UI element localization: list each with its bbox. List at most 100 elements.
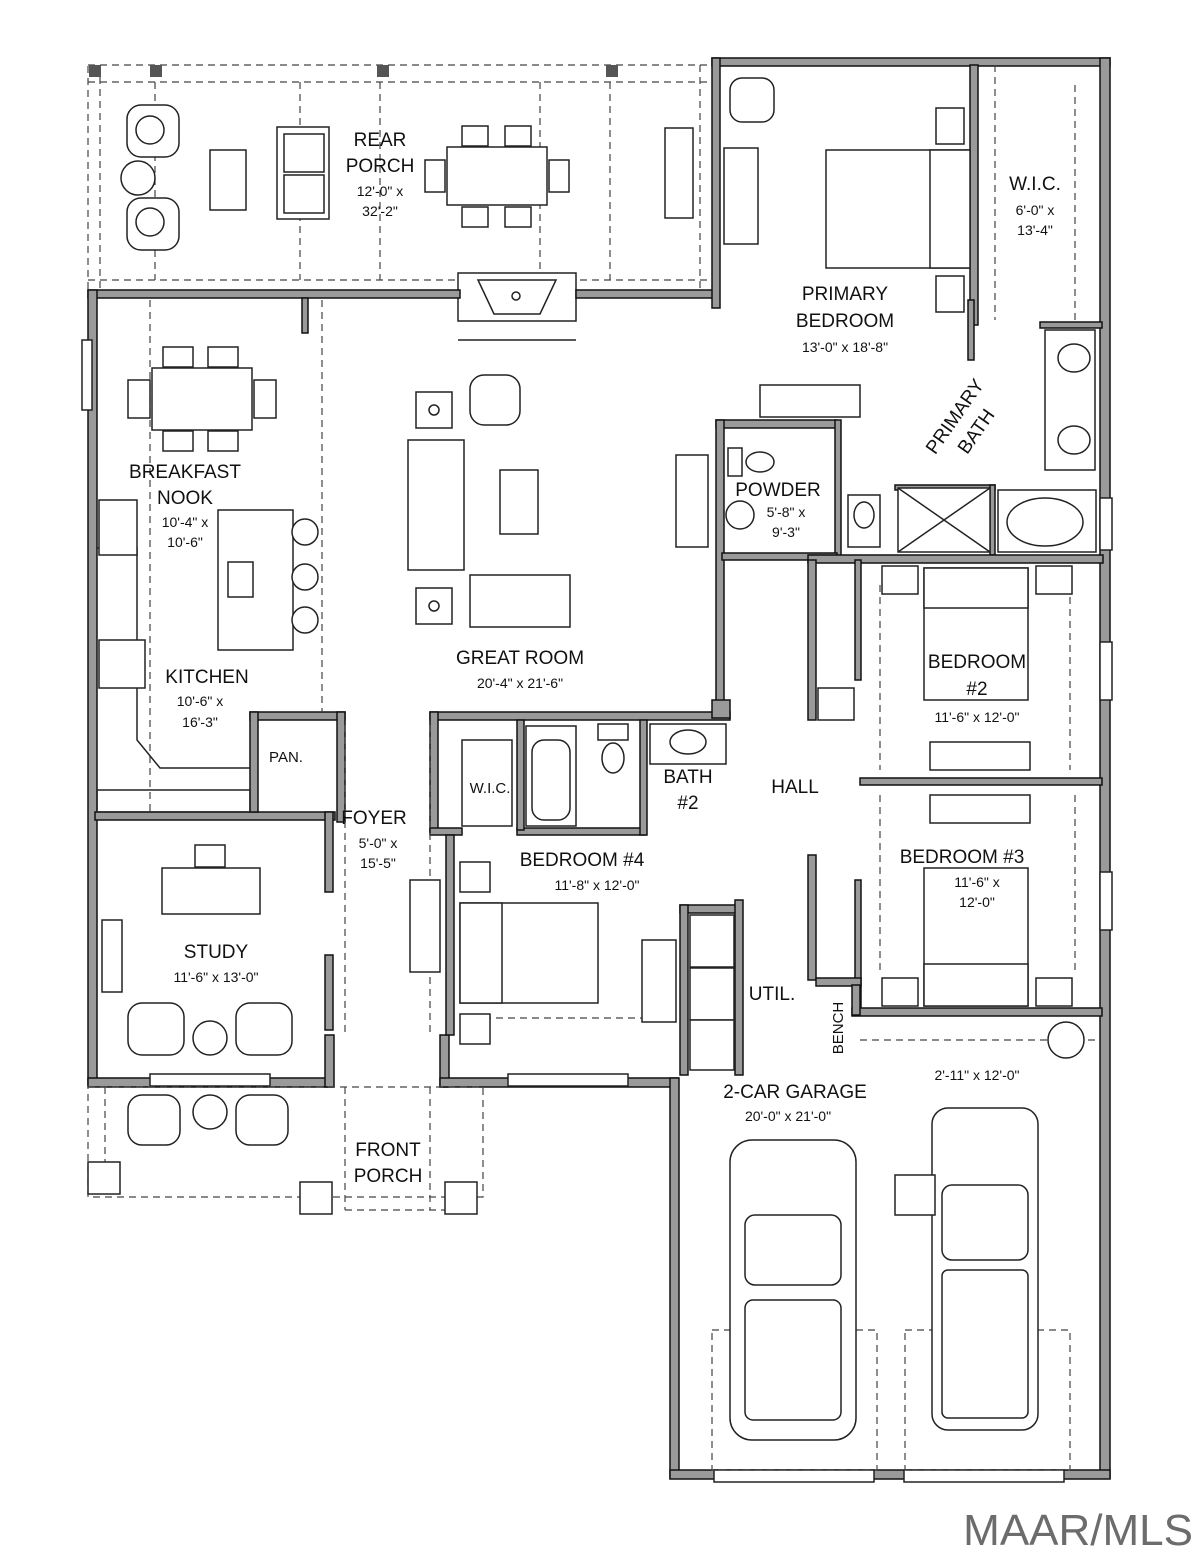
bedroom4-bed-icon (409, 861, 677, 1045)
pantry-label: PAN. (269, 749, 303, 766)
svg-text:PORCH: PORCH (354, 1166, 423, 1187)
svg-text:#2: #2 (966, 679, 987, 700)
bedroom3-bed-icon (881, 794, 1073, 1007)
svg-text:BEDROOM #4: BEDROOM #4 (520, 850, 645, 871)
kitchen-island-icon (217, 509, 319, 651)
svg-text:20'-4" x 21'-6": 20'-4" x 21'-6" (477, 675, 563, 691)
svg-text:5'-8" x: 5'-8" x (767, 504, 806, 520)
hall-label: HALL (771, 777, 819, 798)
bedroom2-bed-icon (881, 565, 1073, 771)
svg-text:BEDROOM: BEDROOM (796, 311, 894, 332)
svg-text:W.I.C.: W.I.C. (1009, 174, 1061, 195)
truck-icon (894, 1107, 1039, 1431)
truck-icon (729, 1139, 857, 1441)
dining-table-icon (424, 125, 570, 228)
svg-text:FOYER: FOYER (341, 808, 406, 829)
svg-text:PORCH: PORCH (346, 156, 415, 177)
svg-text:10'-6": 10'-6" (167, 534, 203, 550)
front-porch-label: FRONT PORCH (354, 1140, 423, 1187)
powder-label: POWDER 5'-8" x 9'-3" (735, 480, 821, 540)
ottoman-icon (209, 149, 247, 211)
svg-text:10'-4" x: 10'-4" x (162, 514, 209, 530)
svg-text:13'-4": 13'-4" (1017, 222, 1053, 238)
garage-extension-dimension: 2'-11" x 12'-0" (934, 1067, 1019, 1083)
kitchen-label: KITCHEN 10'-6" x 16'-3" (165, 667, 248, 730)
water-heater-icon (1047, 1021, 1085, 1059)
wic-bed4-label: W.I.C. (470, 780, 511, 797)
study-desk-icon (101, 844, 293, 1056)
svg-text:11'-6" x: 11'-6" x (954, 874, 1000, 890)
svg-text:10'-6" x: 10'-6" x (177, 693, 224, 709)
study-label: STUDY 11'-6" x 13'-0" (173, 942, 258, 985)
primary-bedroom-label: PRIMARY BEDROOM 13'-0" x 18'-8" (796, 284, 894, 355)
svg-text:FRONT: FRONT (355, 1140, 421, 1161)
svg-text:6'-0" x: 6'-0" x (1016, 202, 1055, 218)
room-labels: REAR PORCH 12'-0" x 32'-2" PRIMARY BEDRO… (129, 130, 1061, 1187)
porch-loveseat-icon (276, 126, 330, 220)
bedroom2-label: BEDROOM #2 11'-6" x 12'-0" (928, 652, 1026, 725)
utility-label: UTIL. (749, 984, 795, 1005)
svg-text:BREAKFAST: BREAKFAST (129, 462, 241, 483)
svg-text:15'-5": 15'-5" (360, 855, 396, 871)
breakfast-nook-label: BREAKFAST NOOK 10'-4" x 10'-6" (129, 462, 241, 550)
svg-text:11'-6" x 12'-0": 11'-6" x 12'-0" (934, 709, 1019, 725)
svg-text:NOOK: NOOK (157, 488, 213, 509)
rear-porch-furniture (120, 104, 694, 251)
svg-text:STUDY: STUDY (184, 942, 249, 963)
svg-text:PRIMARY: PRIMARY (802, 284, 889, 305)
svg-text:#2: #2 (677, 793, 698, 814)
watermark: MAAR/MLS (963, 1506, 1193, 1554)
svg-text:11'-8" x 12'-0": 11'-8" x 12'-0" (554, 877, 639, 893)
bedroom4-label: BEDROOM #4 11'-8" x 12'-0" (520, 850, 645, 893)
breakfast-table-icon (127, 346, 277, 452)
svg-text:BEDROOM #3: BEDROOM #3 (900, 847, 1025, 868)
lounge-chair-icon (126, 104, 180, 158)
svg-text:16'-3": 16'-3" (182, 714, 218, 730)
svg-text:REAR: REAR (354, 130, 407, 151)
porch-column-icon (444, 1181, 478, 1215)
bath2-fixtures-icon (525, 723, 727, 827)
interior-detail-lines (87, 65, 1100, 1471)
svg-text:5'-0" x: 5'-0" x (359, 835, 398, 851)
porch-post-icon (150, 65, 162, 77)
lounge-chair-icon (126, 197, 180, 251)
svg-text:12'-0": 12'-0" (959, 894, 995, 910)
porch-post-icon (377, 65, 389, 77)
primary-wic-label: W.I.C. 6'-0" x 13'-4" (1009, 174, 1061, 238)
svg-text:9'-3": 9'-3" (772, 524, 800, 540)
rear-porch-area (87, 64, 717, 294)
interior-walls (94, 64, 1104, 1076)
bedroom3-label: BEDROOM #3 11'-6" x 12'-0" (900, 847, 1025, 910)
foyer-label: FOYER 5'-0" x 15'-5" (341, 808, 406, 871)
svg-text:20'-0" x 21'-0": 20'-0" x 21'-0" (745, 1108, 831, 1124)
svg-text:12'-0" x: 12'-0" x (357, 183, 404, 199)
svg-text:32'-2": 32'-2" (362, 203, 398, 219)
front-porch-seating-icon (127, 1094, 289, 1146)
fireplace-icon (457, 272, 577, 341)
svg-text:GREAT ROOM: GREAT ROOM (456, 648, 584, 669)
garage-label: 2-CAR GARAGE 20'-0" x 21'-0" (723, 1082, 867, 1124)
bath2-label: BATH #2 (663, 767, 712, 814)
primary-bed-icon (723, 77, 971, 418)
powder-fixtures-icon (725, 447, 775, 530)
primary-bath-fixtures-icon (847, 329, 1097, 553)
great-room-seating-icon (407, 374, 709, 628)
furniture (87, 77, 1097, 1441)
svg-text:POWDER: POWDER (735, 480, 821, 501)
bench-icon (664, 127, 694, 219)
windows (81, 339, 1113, 1483)
side-table-icon (120, 160, 156, 196)
svg-text:13'-0" x 18'-8": 13'-0" x 18'-8" (802, 339, 888, 355)
porch-post-icon (606, 65, 618, 77)
svg-text:2-CAR GARAGE: 2-CAR GARAGE (723, 1082, 867, 1103)
svg-text:KITCHEN: KITCHEN (165, 667, 248, 688)
great-room-label: GREAT ROOM 20'-4" x 21'-6" (456, 648, 584, 691)
porch-column-icon (299, 1181, 333, 1215)
svg-text:BATH: BATH (663, 767, 712, 788)
svg-text:BEDROOM: BEDROOM (928, 652, 1026, 673)
svg-text:11'-6" x 13'-0": 11'-6" x 13'-0" (173, 969, 258, 985)
primary-bath-label: PRIMARY BATH (922, 375, 999, 458)
porch-post-icon (89, 65, 101, 77)
porch-column-icon (87, 1161, 121, 1195)
